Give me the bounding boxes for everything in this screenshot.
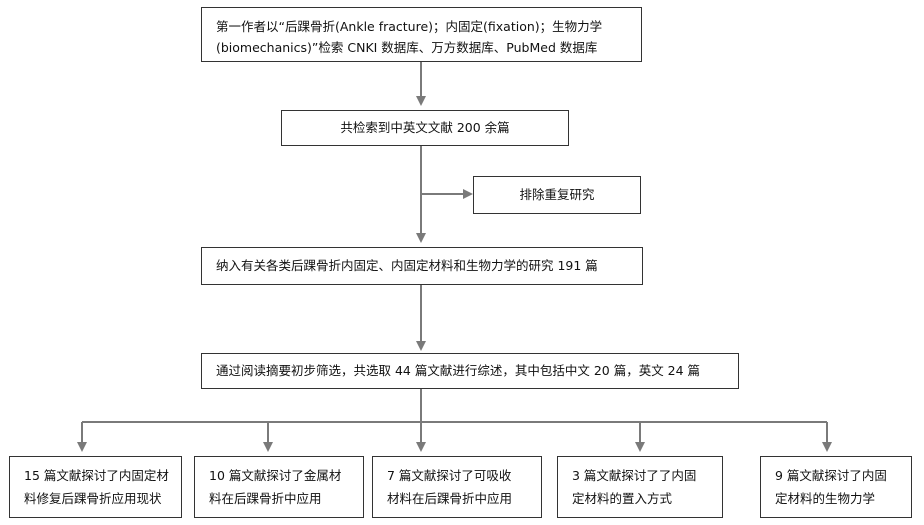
search-strategy-line-1: 第一作者以“后踝骨折(Ankle fracture)；内固定(fixation)… bbox=[216, 19, 603, 34]
category-4-line-1: 3 篇文献探讨了了内固 bbox=[572, 468, 697, 483]
retrieved-records-label: 共检索到中英文文献 200 余篇 bbox=[340, 120, 510, 135]
category-box-1: 15 篇文献探讨了内固定材 料修复后踝骨折应用现状 bbox=[9, 456, 182, 518]
category-5-line-2: 定材料的生物力学 bbox=[775, 491, 876, 506]
retrieved-records-box: 共检索到中英文文献 200 余篇 bbox=[281, 110, 569, 146]
screened-studies-box: 通过阅读摘要初步筛选，共选取 44 篇文献进行综述，其中包括中文 20 篇，英文… bbox=[201, 353, 739, 389]
search-strategy-box: 第一作者以“后踝骨折(Ankle fracture)；内固定(fixation)… bbox=[201, 7, 642, 62]
excluded-box: 排除重复研究 bbox=[473, 176, 641, 214]
included-studies-box: 纳入有关各类后踝骨折内固定、内固定材料和生物力学的研究 191 篇 bbox=[201, 247, 643, 285]
category-5-line-1: 9 篇文献探讨了内固 bbox=[775, 468, 887, 483]
included-studies-label: 纳入有关各类后踝骨折内固定、内固定材料和生物力学的研究 191 篇 bbox=[216, 258, 598, 273]
category-box-2: 10 篇文献探讨了金属材 料在后踝骨折中应用 bbox=[194, 456, 364, 518]
search-strategy-line-2: (biomechanics)”检索 CNKI 数据库、万方数据库、PubMed … bbox=[216, 40, 598, 55]
category-2-line-1: 10 篇文献探讨了金属材 bbox=[209, 468, 342, 483]
category-2-line-2: 料在后踝骨折中应用 bbox=[209, 491, 322, 506]
category-box-3: 7 篇文献探讨了可吸收 材料在后踝骨折中应用 bbox=[372, 456, 542, 518]
excluded-label: 排除重复研究 bbox=[519, 187, 595, 202]
category-3-line-1: 7 篇文献探讨了可吸收 bbox=[387, 468, 512, 483]
category-1-line-2: 料修复后踝骨折应用现状 bbox=[24, 491, 162, 506]
category-4-line-2: 定材料的置入方式 bbox=[572, 491, 673, 506]
category-box-5: 9 篇文献探讨了内固 定材料的生物力学 bbox=[760, 456, 912, 518]
category-1-line-1: 15 篇文献探讨了内固定材 bbox=[24, 468, 169, 483]
category-3-line-2: 材料在后踝骨折中应用 bbox=[387, 491, 513, 506]
screened-studies-label: 通过阅读摘要初步筛选，共选取 44 篇文献进行综述，其中包括中文 20 篇，英文… bbox=[216, 363, 701, 378]
category-box-4: 3 篇文献探讨了了内固 定材料的置入方式 bbox=[557, 456, 723, 518]
